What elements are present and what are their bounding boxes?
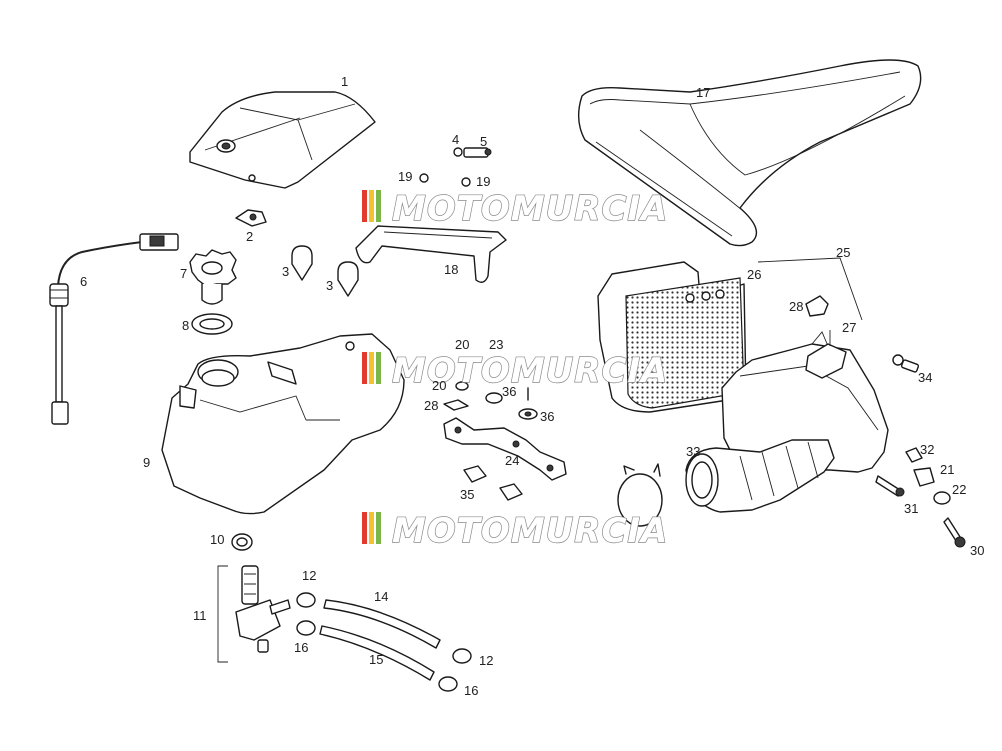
part-8-o-ring [191,313,233,335]
callout-12: 12 [302,568,316,583]
callout-12: 12 [479,653,493,668]
part-17-seat [577,59,922,247]
part-11-fuel-tap [217,565,291,663]
callout-6: 6 [80,274,87,289]
callout-11: 11 [193,608,207,623]
part-6-fuel-sensor [49,233,179,425]
part-7-fuel-cap [189,249,237,305]
leader-lines [757,257,863,346]
callout-33: 33 [686,444,700,459]
callout-28: 28 [424,398,438,413]
part-21-32-hardware [875,447,966,548]
callout-3: 3 [282,264,289,279]
part-2-clip [235,209,267,227]
callout-34: 34 [918,370,932,385]
callout-20: 20 [432,378,446,393]
callout-4: 4 [452,132,459,147]
callout-14: 14 [374,589,388,604]
callout-10: 10 [210,532,224,547]
callout-5: 5 [480,134,487,149]
callout-36: 36 [540,409,554,424]
part-3-buffers [291,245,359,297]
watermark-text: MOTOMURCIA [392,511,668,551]
callout-9: 9 [143,455,150,470]
callout-17: 17 [696,85,710,100]
part-35-clips [463,465,523,501]
part-1-tank-cover [189,91,376,189]
callout-25: 25 [836,245,850,260]
part-28-clip [805,295,829,317]
callout-23: 23 [489,337,503,352]
callout-20: 20 [455,337,469,352]
part-10-clamp [231,533,253,551]
callout-32: 32 [920,442,934,457]
callout-35: 35 [460,487,474,502]
callout-19: 19 [398,169,412,184]
watermark-2: MOTOMURCIA [362,350,668,392]
callout-labels: 1 2 3 3 4 5 6 7 8 9 10 11 12 12 14 15 16… [80,74,984,698]
part-12-16-clamps [296,592,472,692]
part-26-air-filter [597,261,747,413]
watermark-text: MOTOMURCIA [392,351,668,391]
callout-2: 2 [246,229,253,244]
callout-27: 27 [842,320,856,335]
callout-30: 30 [970,543,984,558]
callout-24: 24 [505,453,519,468]
callout-36: 36 [502,384,516,399]
callout-7: 7 [180,266,187,281]
callout-19: 19 [476,174,490,189]
part-4-5-hardware [419,147,492,187]
part-34-bolt [892,354,920,373]
part-9-fuel-tank [161,333,405,515]
callout-1: 1 [341,74,348,89]
callout-16: 16 [464,683,478,698]
part-18-bracket [355,225,507,283]
callout-22: 22 [952,482,966,497]
callout-28: 28 [789,299,803,314]
part-33-intake-duct [685,439,835,513]
callout-21: 21 [940,462,954,477]
callout-8: 8 [182,318,189,333]
watermark-1: MOTOMURCIA [362,188,668,230]
watermark-3: MOTOMURCIA [362,510,668,552]
part-20-23-hardware [443,381,538,420]
part-14-15-hoses [319,599,441,681]
callout-3: 3 [326,278,333,293]
part-24-bracket [443,417,567,481]
callout-15: 15 [369,652,383,667]
callout-31: 31 [904,501,918,516]
watermark-text: MOTOMURCIA [392,189,668,229]
part-33-clamp [617,463,663,527]
callout-18: 18 [444,262,458,277]
callout-16: 16 [294,640,308,655]
callout-26: 26 [747,267,761,282]
